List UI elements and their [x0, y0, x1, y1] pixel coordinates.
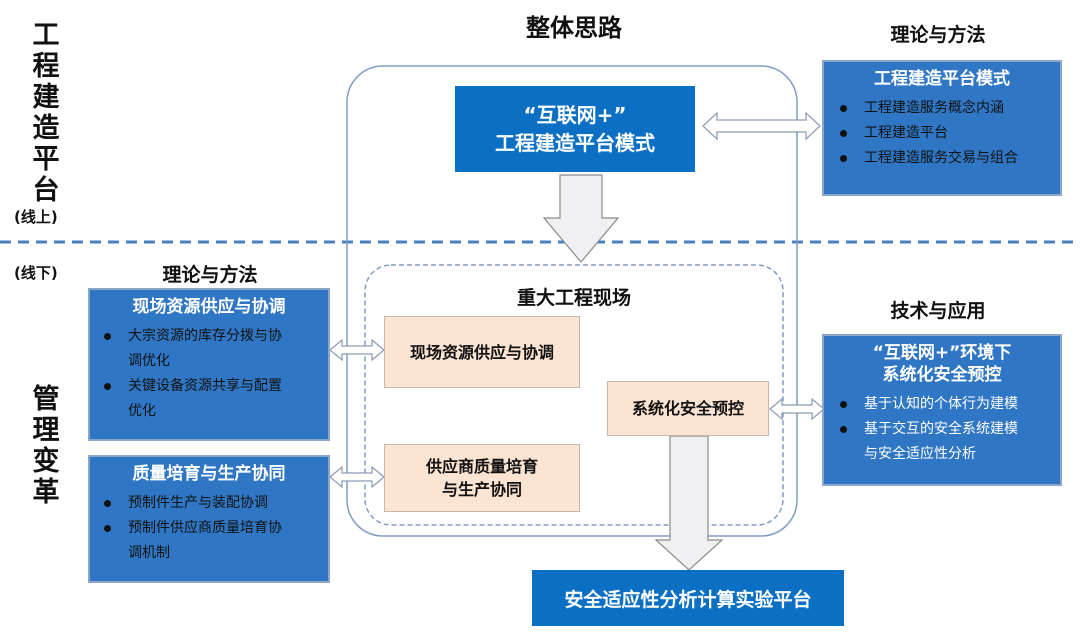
right-offline-heading: 技术与应用 [890, 300, 986, 322]
platform-mode-panel: 工程建造平台模式 工程建造服务概念内涵 工程建造平台 工程建造服务交易与组合 [822, 60, 1062, 196]
item-line: 调机制 [128, 545, 170, 561]
title-char: 工 [32, 20, 60, 51]
list-item: 工程建造平台 [840, 121, 1052, 146]
quality-box-line1: 供应商质量培育 [425, 457, 538, 476]
title-char: 理 [32, 415, 60, 446]
title-char: 建 [32, 82, 60, 113]
online-tag: (线上) [14, 208, 58, 226]
double-arrow-top [702, 111, 821, 141]
safety-analysis-platform: 安全适应性分析计算实验平台 [532, 570, 844, 626]
item-line: 大宗资源的库存分拨与协 [128, 328, 282, 344]
offline-tag: (线下) [14, 264, 58, 282]
platform-box-line2: 工程建造平台模式 [495, 131, 655, 155]
list-item: 基于认知的个体行为建模 [840, 392, 1052, 417]
panel-list: 基于认知的个体行为建模 基于交互的安全系统建模与安全适应性分析 [824, 392, 1060, 467]
platform-box-line1: “互联网+” [523, 103, 627, 127]
down-arrow-platform [542, 174, 620, 263]
item-line: 调优化 [128, 353, 170, 369]
online-platform-title: 工 程 建 造 平 台 [26, 20, 66, 206]
quality-coordination-panel: 质量培育与生产协同 预制件生产与装配协调 预制件供应商质量培育协调机制 [88, 455, 330, 583]
platform-mode-box: “互联网+” 工程建造平台模式 [455, 86, 695, 172]
site-supply-box: 现场资源供应与协调 [384, 316, 580, 388]
overall-approach-title: 整体思路 [526, 14, 622, 42]
list-item: 工程建造服务概念内涵 [840, 96, 1052, 121]
item-line: 基于交互的安全系统建模 [864, 421, 1018, 437]
list-item: 基于交互的安全系统建模与安全适应性分析 [840, 417, 1052, 467]
panel-title: 质量培育与生产协同 [132, 464, 286, 484]
left-offline-heading: 理论与方法 [162, 264, 258, 286]
item-line: 预制件供应商质量培育协 [128, 520, 282, 536]
safety-control-panel: “互联网+”环境下 系统化安全预控 基于认知的个体行为建模 基于交互的安全系统建… [822, 334, 1062, 486]
title-char: 程 [32, 51, 60, 82]
title-char: 台 [32, 175, 60, 206]
panel-title: “互联网+”环境下 系统化安全预控 [824, 342, 1060, 386]
title-char: 管 [32, 384, 60, 415]
item-line: 基于认知的个体行为建模 [864, 396, 1018, 412]
item-line: 与安全适应性分析 [864, 446, 976, 462]
panel-list: 预制件生产与装配协调 预制件供应商质量培育协调机制 [90, 491, 328, 566]
list-item: 工程建造服务交易与组合 [840, 146, 1052, 171]
item-line: 关键设备资源共享与配置 [128, 378, 282, 394]
panel-title: 工程建造平台模式 [874, 69, 1010, 89]
list-item: 大宗资源的库存分拨与协调优化 [104, 324, 320, 374]
quality-box-line2: 与生产协同 [441, 480, 522, 499]
list-item: 关键设备资源共享与配置优化 [104, 374, 320, 424]
item-line: 预制件生产与装配协调 [128, 495, 268, 511]
double-arrow-supply [329, 338, 385, 362]
panel-title-line2: 系统化安全预控 [882, 365, 1002, 385]
title-char: 平 [32, 144, 60, 175]
overall-frame [346, 65, 798, 537]
site-safety-box: 系统化安全预控 [607, 381, 769, 436]
top-right-heading: 理论与方法 [890, 24, 986, 46]
item-line: 优化 [128, 403, 156, 419]
management-title: 管 理 变 革 [26, 384, 66, 508]
list-item: 预制件供应商质量培育协调机制 [104, 516, 320, 566]
title-char: 变 [32, 446, 60, 477]
panel-list: 工程建造服务概念内涵 工程建造平台 工程建造服务交易与组合 [824, 96, 1060, 171]
site-quality-box: 供应商质量培育 与生产协同 [384, 444, 580, 512]
title-char: 造 [32, 113, 60, 144]
supply-coordination-panel: 现场资源供应与协调 大宗资源的库存分拨与协调优化 关键设备资源共享与配置优化 [88, 288, 330, 441]
panel-list: 大宗资源的库存分拨与协调优化 关键设备资源共享与配置优化 [90, 324, 328, 424]
down-arrow-safety [654, 435, 724, 571]
title-char: 革 [32, 477, 60, 508]
panel-title-line1: “互联网+”环境下 [872, 343, 1012, 363]
site-title: 重大工程现场 [516, 287, 631, 309]
list-item: 预制件生产与装配协调 [104, 491, 320, 516]
double-arrow-quality [329, 465, 385, 489]
panel-title: 现场资源供应与协调 [132, 297, 286, 317]
